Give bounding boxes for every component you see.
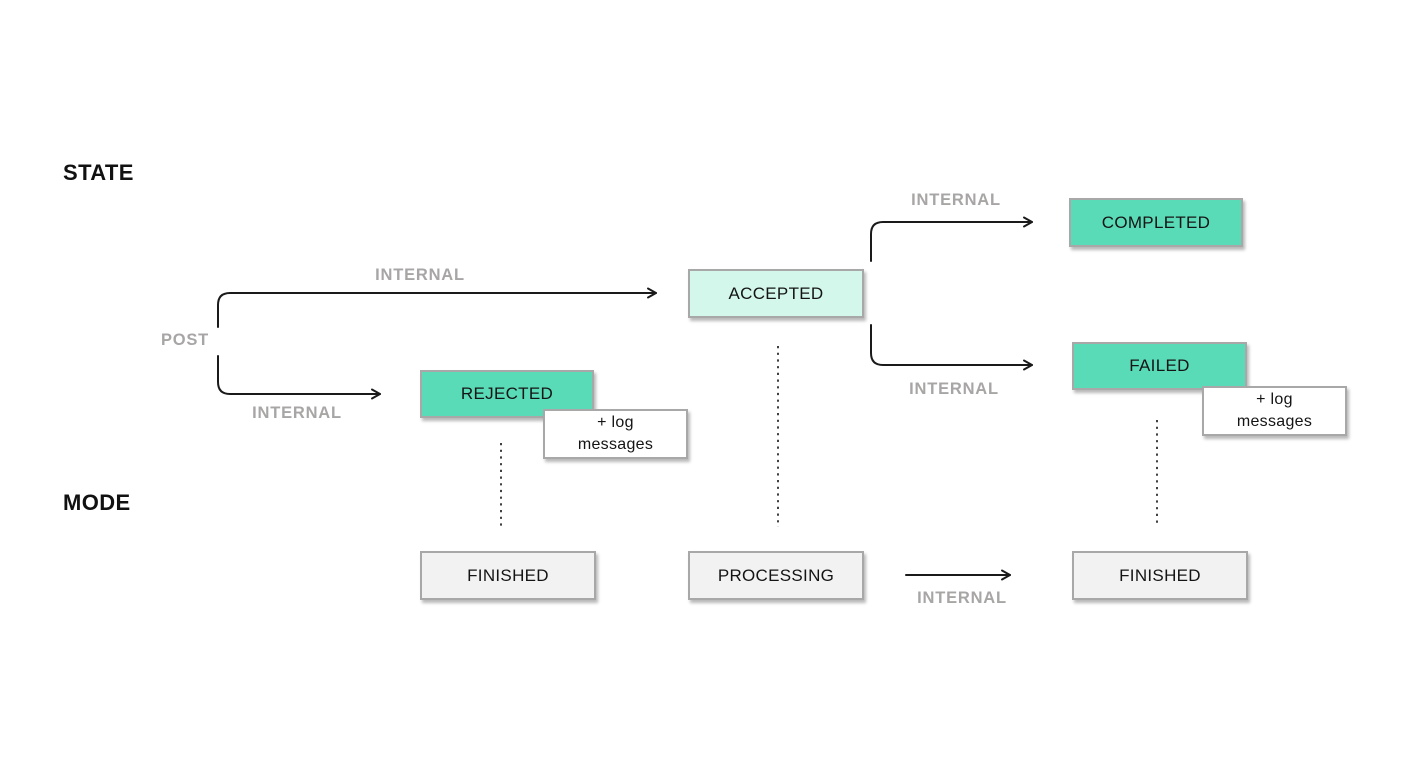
edge-label-post: POST <box>160 331 210 349</box>
edge-label-internal-to-rejected: INTERNAL <box>252 404 342 422</box>
mode-node-finished-left: FINISHED <box>420 551 596 600</box>
state-node-failed: FAILED <box>1072 342 1247 390</box>
edge-label-internal-processing-finished: INTERNAL <box>917 589 1007 607</box>
edge-post-to-rejected <box>217 355 381 400</box>
log-messages-note-failed: + log messages <box>1202 386 1347 436</box>
mode-node-processing: PROCESSING <box>688 551 864 600</box>
row-label-mode: MODE <box>63 490 131 515</box>
state-node-completed: COMPLETED <box>1069 198 1243 247</box>
edge-label-internal-to-failed: INTERNAL <box>909 380 999 398</box>
edge-label-internal-to-accepted: INTERNAL <box>375 266 465 284</box>
edge-post-to-accepted <box>217 287 657 328</box>
edge-label-internal-to-completed: INTERNAL <box>911 191 1001 209</box>
mode-node-finished-right: FINISHED <box>1072 551 1248 600</box>
edge-accepted-to-failed <box>870 324 1033 371</box>
state-node-accepted: ACCEPTED <box>688 269 864 318</box>
edge-accepted-to-completed <box>870 216 1033 262</box>
row-label-state: STATE <box>63 160 134 185</box>
log-messages-note-rejected: + log messages <box>543 409 688 459</box>
